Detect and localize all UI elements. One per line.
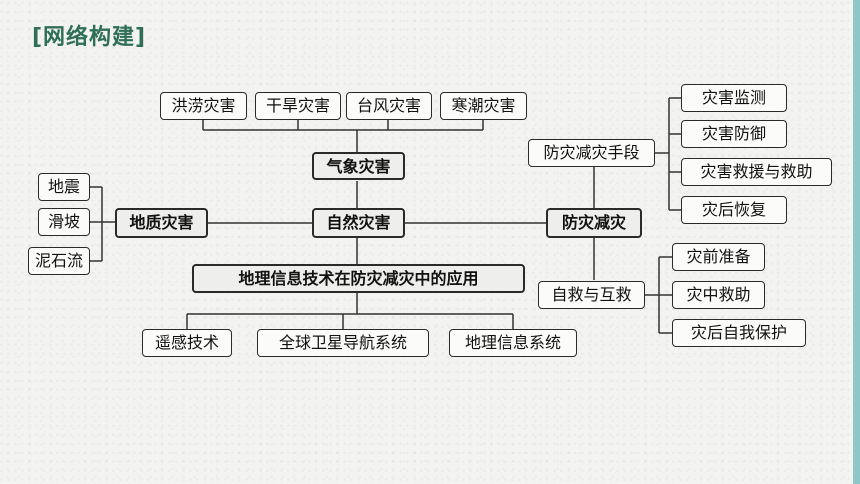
node-post-disaster: 灾后自我保护 [672,319,806,347]
node-during-disaster: 灾中救助 [672,281,765,309]
node-flood: 洪涝灾害 [160,92,247,120]
node-monitoring: 灾害监测 [681,84,787,112]
node-meteorological-disaster: 气象灾害 [312,152,405,180]
section-title: [网络构建] [32,25,147,50]
node-gis-system: 地理信息系统 [449,329,577,357]
node-gnss: 全球卫星导航系统 [257,329,429,357]
node-earthquake: 地震 [38,173,90,201]
node-cold-wave: 寒潮灾害 [440,92,527,120]
node-natural-disaster: 自然灾害 [312,208,405,238]
node-debris-flow: 泥石流 [28,247,90,275]
node-pre-disaster: 灾前准备 [672,243,765,271]
node-self-rescue: 自救与互救 [538,281,645,309]
node-recovery: 灾后恢复 [681,196,787,224]
node-prevention-means: 防灾减灾手段 [528,139,655,167]
node-drought: 干旱灾害 [255,92,341,120]
node-landslide: 滑坡 [38,208,90,236]
node-remote-sensing: 遥感技术 [142,329,232,357]
node-geological-disaster: 地质灾害 [115,208,208,238]
node-rescue-relief: 灾害救援与救助 [681,158,832,186]
right-accent-bar [853,0,860,484]
node-typhoon: 台风灾害 [346,92,432,120]
node-disaster-prevention: 防灾减灾 [546,208,642,238]
node-gis-application: 地理信息技术在防灾减灾中的应用 [192,264,525,293]
node-defense: 灾害防御 [681,120,787,148]
